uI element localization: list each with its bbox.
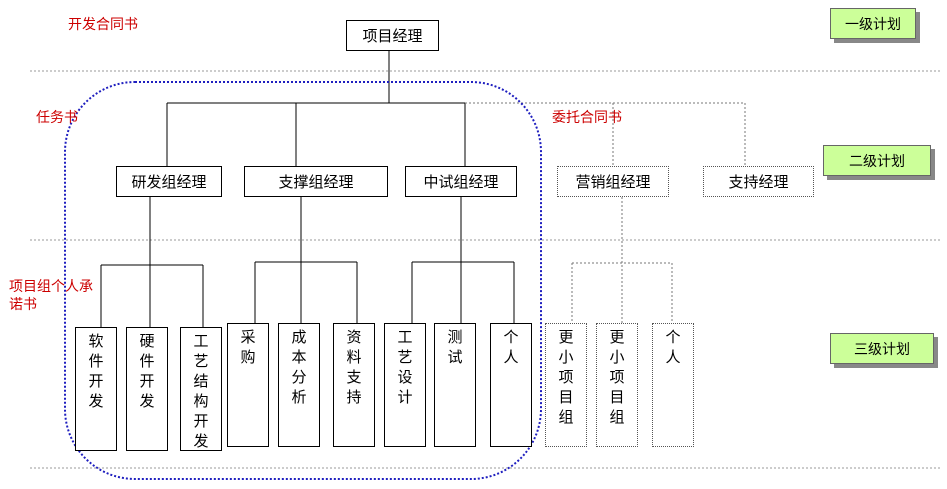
test-box: 测试 <box>434 323 476 447</box>
hardware-dev-box: 硬件开发 <box>126 327 168 451</box>
material-support-box: 资料支持 <box>333 323 375 447</box>
support-manager-box: 支持经理 <box>703 166 814 197</box>
sub-team-box: 更小项目组 <box>545 323 587 447</box>
software-dev-box: 软件开发 <box>75 327 117 451</box>
support-group-manager-box: 支撑组经理 <box>244 166 388 197</box>
individual-pilot-box: 个人 <box>490 323 532 447</box>
pilot-manager-box: 中试组经理 <box>405 166 517 197</box>
process-structure-dev-box: 工艺结构开发 <box>180 327 222 451</box>
marketing-manager-box: 营销组经理 <box>557 166 669 197</box>
dev-contract-note: 开发合同书 <box>68 17 138 33</box>
personal-commitment-note: 项目组个人承诺书 <box>9 279 93 313</box>
group-outline <box>64 81 542 480</box>
level2-label: 二级计划 <box>823 145 931 176</box>
task-book-note: 任务书 <box>36 110 78 126</box>
process-design-box: 工艺设计 <box>384 323 426 447</box>
cost-analysis-box: 成本分析 <box>278 323 320 447</box>
project-manager-box: 项目经理 <box>346 20 439 51</box>
entrust-contract-note: 委托合同书 <box>552 110 622 126</box>
sub-team-box: 更小项目组 <box>596 323 638 447</box>
level3-label: 三级计划 <box>830 333 934 364</box>
level1-label: 一级计划 <box>830 8 916 39</box>
rd-manager-box: 研发组经理 <box>116 166 222 197</box>
purchase-box: 采购 <box>227 323 269 447</box>
individual-marketing-box: 个人 <box>652 323 694 447</box>
